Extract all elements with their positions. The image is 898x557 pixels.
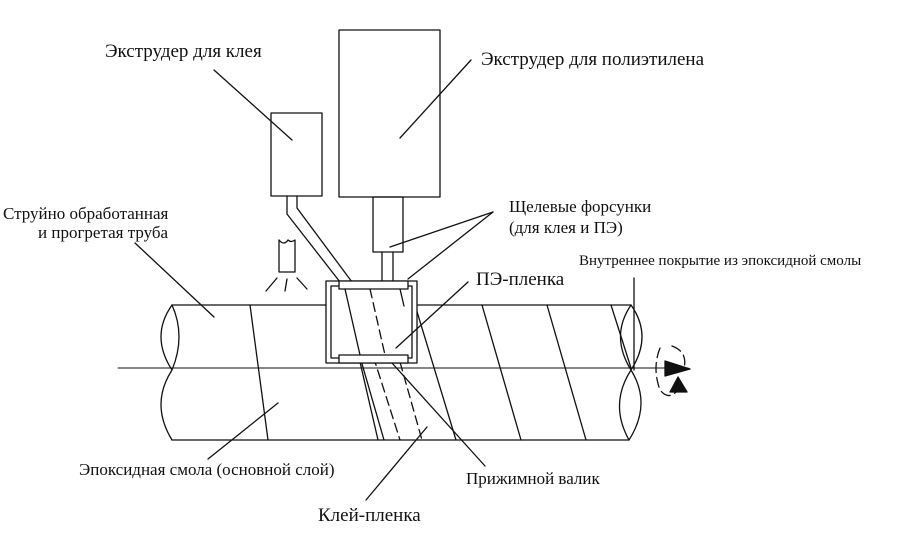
glue-extruder-body xyxy=(270,112,323,197)
rotation-arrow-icon xyxy=(655,345,686,397)
wrap-line-5 xyxy=(546,304,587,441)
axis-arrowhead-icon xyxy=(664,360,691,377)
nozzle-bar xyxy=(338,280,409,290)
label-glue-film: Клей-пленка xyxy=(318,505,421,526)
label-press-roller: Прижимной валик xyxy=(466,469,600,488)
rotation-arrowhead-icon xyxy=(669,376,688,393)
label-pipe-line2: и прогретая труба xyxy=(38,223,169,242)
leader-pe-extruder xyxy=(399,59,472,139)
heater-ray-2 xyxy=(284,278,288,292)
wrap-line-3 xyxy=(414,304,457,441)
leader-pe-film xyxy=(395,281,469,349)
heater-ray-3 xyxy=(296,277,308,290)
leader-glue-extruder xyxy=(213,69,293,141)
glue-feed-pipe-inner xyxy=(296,195,353,283)
label-pe-film: ПЭ-пленка xyxy=(476,269,565,290)
frame-wrap-line-2 xyxy=(399,288,405,307)
wrap-line-4 xyxy=(481,304,522,441)
glue-feed-pipe-outer xyxy=(286,195,341,283)
pipe-right-end xyxy=(618,304,643,441)
label-inner-coating: Внутреннее покрытие из эпоксидной смолы xyxy=(579,253,862,269)
pe-extruder-body xyxy=(338,29,441,198)
label-pipe-line1: Струйно обработанная xyxy=(3,204,169,223)
label-epoxy: Эпоксидная смола (основной слой) xyxy=(79,460,335,479)
leader-nozzle-1 xyxy=(389,211,494,248)
pe-extruder-neck xyxy=(372,196,404,253)
frame-wrap-line-dashed xyxy=(369,288,386,356)
wrap-line-dashed-1 xyxy=(351,289,401,441)
heater-icon xyxy=(278,239,296,273)
wrap-line-dashed-2 xyxy=(399,361,423,441)
label-pe-extruder: Экструдер для полиэтилена xyxy=(481,49,705,70)
frame-wrap-line-1 xyxy=(344,288,361,356)
pipe-left-end xyxy=(160,304,180,441)
wrap-line-1 xyxy=(249,304,269,441)
leader-glue-film xyxy=(365,426,428,501)
wrap-line-7 xyxy=(359,361,379,441)
wrap-line-6 xyxy=(610,304,632,369)
leader-epoxy xyxy=(207,402,279,460)
heater-ray-1 xyxy=(265,277,278,292)
label-glue-extruder: Экструдер для клея xyxy=(105,41,262,62)
label-nozzles-line1: Щелевые форсунки xyxy=(509,197,652,216)
leader-press-roller xyxy=(391,362,486,467)
label-nozzles-line2: (для клея и ПЭ) xyxy=(509,218,623,237)
press-roller-bar xyxy=(338,354,409,364)
leader-pipe xyxy=(134,242,215,318)
leader-nozzle-2 xyxy=(407,211,494,280)
